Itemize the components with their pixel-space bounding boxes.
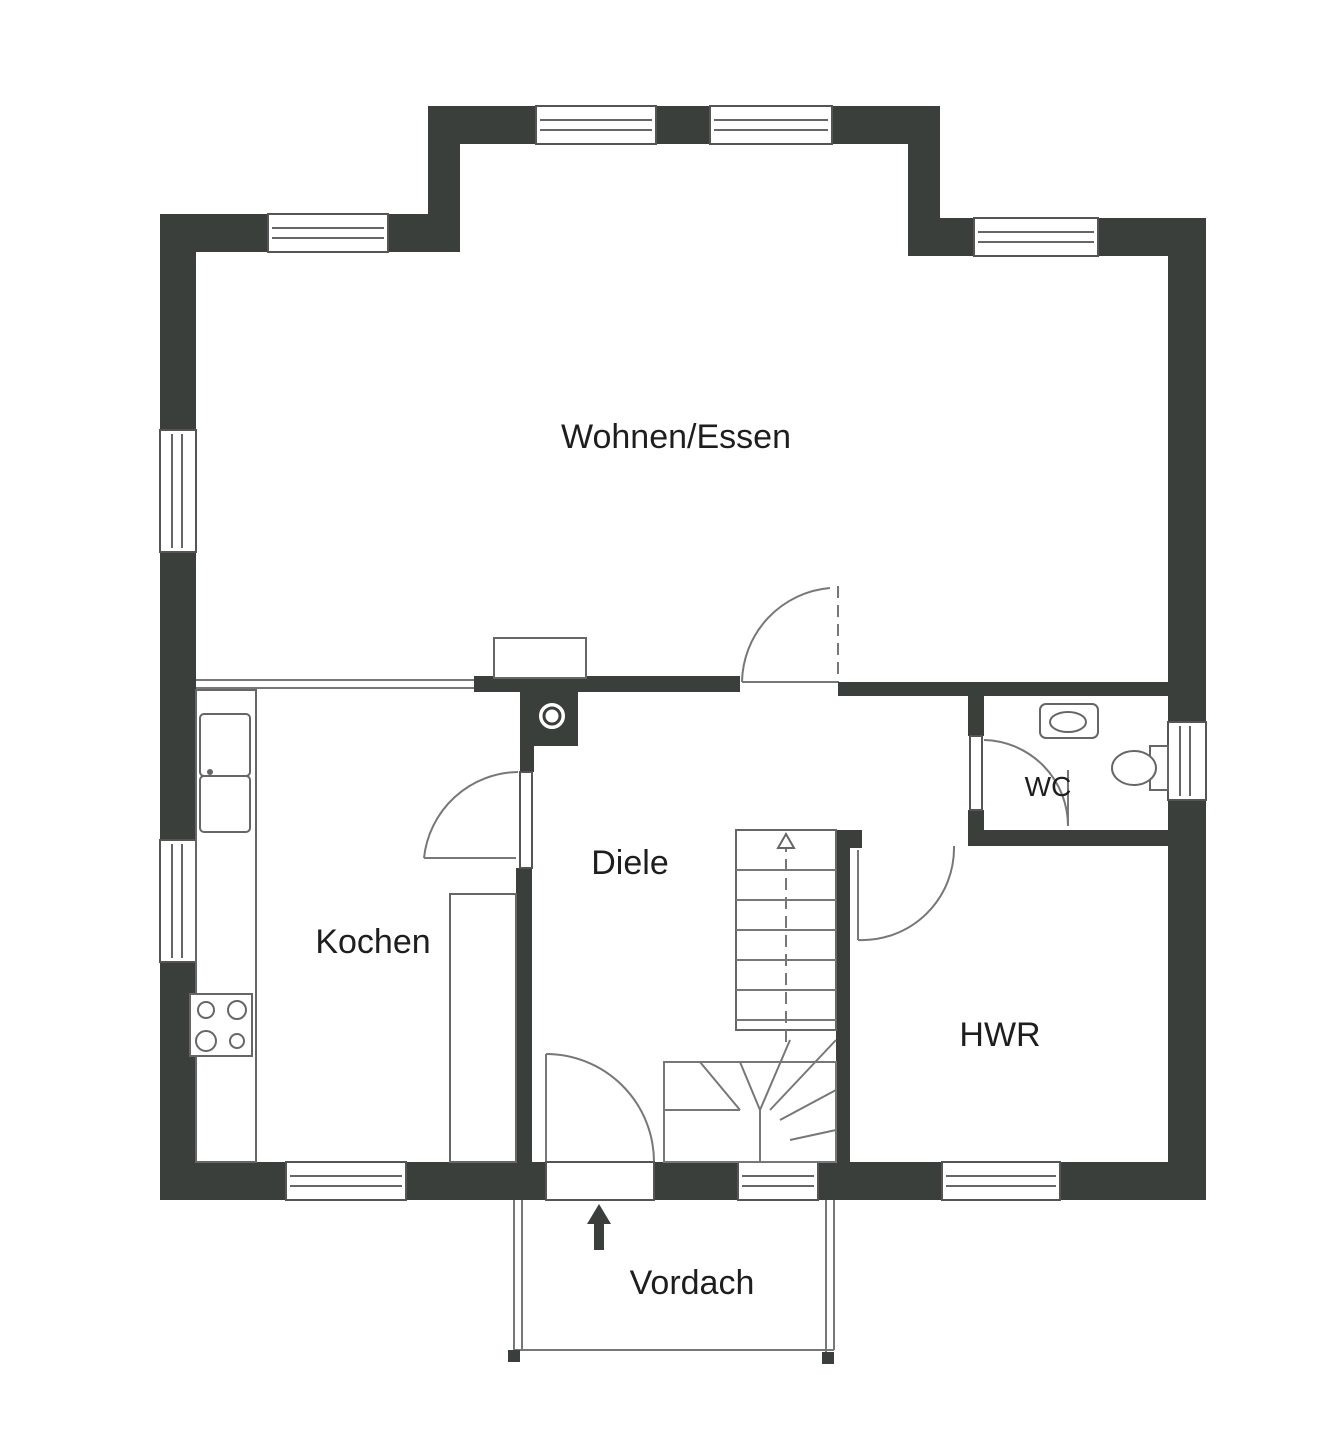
label-wohnen-essen: Wohnen/Essen (561, 418, 791, 456)
wall-left-2 (160, 552, 196, 840)
entrance-arrow-icon (587, 1204, 611, 1250)
wall-right-1 (1168, 218, 1206, 722)
washbasin-bowl (1049, 711, 1087, 733)
window-bottom-hwr (941, 1161, 1061, 1201)
stove-burner-1 (197, 1001, 215, 1019)
wall-bottom-4 (818, 1162, 942, 1200)
wall-wc-hwr (968, 830, 1168, 846)
entrance-threshold (545, 1161, 655, 1201)
wall-wc-left-2 (968, 810, 984, 832)
wall-bottom-3 (654, 1162, 738, 1200)
wall-living-wc (838, 682, 1168, 696)
doors (423, 586, 1069, 1201)
wall-bottom-1 (160, 1162, 286, 1200)
wall-top-right-inner (908, 218, 974, 256)
canopy-post-right (822, 1352, 834, 1364)
window-bay-1 (535, 105, 657, 145)
wall-bottom-5 (1060, 1162, 1206, 1200)
wc-door-frame (969, 735, 983, 811)
tall-cabinet (449, 893, 517, 1163)
label-kochen: Kochen (315, 923, 430, 961)
door-living-swing (741, 587, 831, 683)
window-bay-2 (709, 105, 833, 145)
wall-bay-top-1 (428, 106, 536, 144)
window-top-left (267, 213, 389, 253)
wall-left-1 (160, 214, 196, 430)
window-bottom-kitchen (285, 1161, 407, 1201)
label-wc: WC (1025, 771, 1072, 802)
outer-walls (160, 106, 1206, 1200)
wall-hwr-left-1 (836, 830, 850, 940)
door-kitchen-swing (423, 771, 519, 859)
window-bottom-diele (737, 1161, 819, 1201)
window-right-wc (1167, 721, 1207, 801)
toilet-bowl (1111, 750, 1157, 786)
door-hwr-swing (857, 845, 956, 942)
door-wc-swing (983, 739, 1069, 827)
sink-tap (207, 769, 213, 775)
wall-hwr-left-2 (836, 940, 850, 1162)
wall-bay-top-2 (656, 106, 710, 144)
label-hwr: HWR (959, 1016, 1040, 1054)
hearth (493, 637, 587, 679)
wall-kitchen-diele-1 (520, 746, 534, 772)
label-vordach: Vordach (630, 1264, 755, 1302)
stair-winder (663, 1061, 837, 1163)
canopy (508, 1200, 835, 1364)
wall-kitchen-diele-2 (516, 868, 532, 1162)
wall-bottom-2 (406, 1162, 546, 1200)
wall-wc-left-1 (968, 696, 984, 736)
wc-fixtures (1039, 703, 1169, 791)
canopy-post-left (508, 1350, 520, 1362)
window-left-kitchen (159, 839, 197, 963)
label-diele: Diele (591, 844, 668, 882)
sink-basin-1 (199, 713, 251, 777)
room-labels: Wohnen/Essen Kochen Diele WC HWR Vordach (315, 418, 1071, 1302)
stove-burner-2 (227, 1000, 247, 1020)
window-left-living (159, 429, 197, 553)
stove-burner-4 (229, 1033, 245, 1049)
stair-arrow-icon (776, 831, 796, 849)
door-entrance-swing (545, 1053, 655, 1163)
kitchen (189, 637, 587, 1163)
staircase (663, 829, 837, 1163)
stove-burner-3 (195, 1030, 217, 1052)
wall-right-2 (1168, 800, 1206, 1200)
windows (159, 105, 1207, 1201)
sink-basin-2 (199, 775, 251, 833)
kitchen-door-frame (519, 771, 533, 869)
chimney-flue-inner (542, 706, 562, 726)
window-top-right (973, 217, 1099, 257)
interior-walls (474, 676, 1168, 1162)
